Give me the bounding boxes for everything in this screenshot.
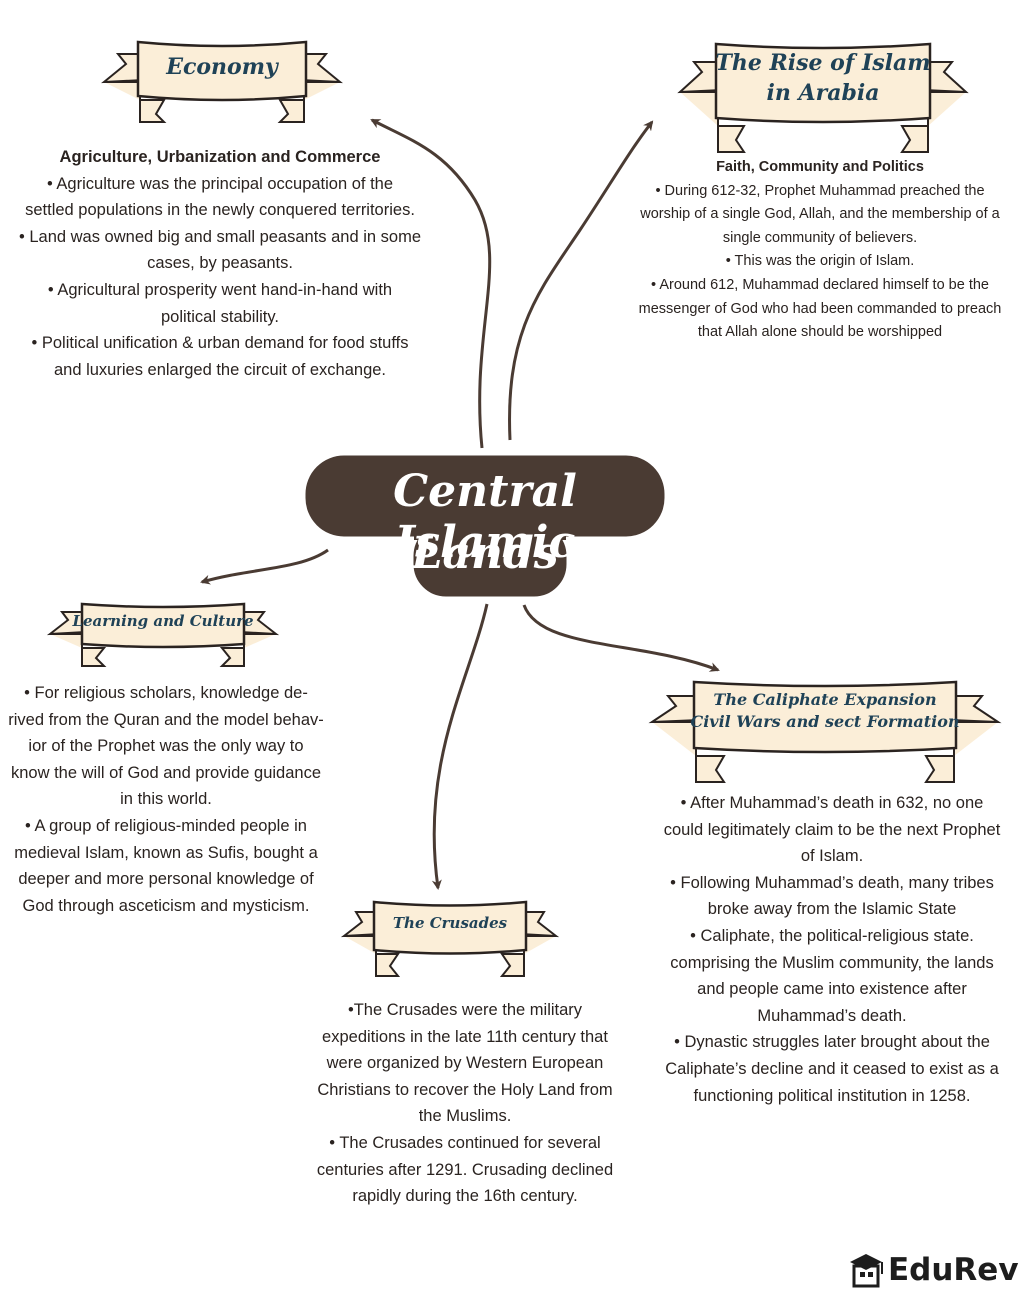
banner-caliphate-line2: Civil Wars and sect Formation [690,712,960,731]
crusades-line: the Muslims. [418,1107,512,1126]
learning-line: know the will of God and provide guidanc… [10,763,322,782]
learning-line: medieval Islam, known as Sufis, bought a [14,843,318,862]
caliphate-line: Muhammad’s death. [757,1006,907,1025]
caliphate-line: could legitimately claim to be the next … [663,820,1001,839]
rise-line: that Allah alone should be worshipped [697,324,943,341]
economy-line: cases, by peasants. [147,254,293,273]
economy-line: • Land was owned big and small peasants … [18,227,422,246]
banner-rise-of-islam: The Rise of Islam in Arabia [677,40,969,158]
central-title-line2: Lands [411,528,559,579]
banner-economy: Economy [101,40,343,123]
learning-text: • For religious scholars, knowledge de- … [2,680,330,919]
banner-caliphate: The Caliphate Expansion Civil Wars and s… [648,678,1002,786]
edurev-logo-text: EduRev [888,1252,1019,1288]
central-title: Central Islamic Lands [300,440,670,610]
learning-line: in this world. [120,790,212,809]
arrow-to-crusades [431,603,489,890]
arrow-to-learning [200,548,329,585]
crusades-text: •The Crusades were the military expediti… [300,997,630,1210]
caliphate-text: • After Muhammad’s death in 632, no one … [652,790,1012,1109]
economy-text: Agriculture, Urbanization and Commerce •… [10,144,430,383]
learning-line: deeper and more personal knowledge of [18,870,314,889]
caliphate-line: functioning political institution in 125… [693,1086,971,1105]
caliphate-line: • After Muhammad’s death in 632, no one [680,794,984,812]
economy-heading: Agriculture, Urbanization and Commerce [59,148,381,166]
caliphate-line: • Dynastic struggles later brought about… [674,1033,990,1052]
crusades-line: were organized by Western European [326,1054,604,1073]
economy-line: settled populations in the newly conquer… [25,201,415,220]
arrow-to-economy [370,118,492,449]
learning-line: rived from the Quran and the model behav… [8,710,324,729]
rise-line: worship of a single God, Allah, and the … [640,206,1000,223]
banner-economy-label: Economy [166,54,278,80]
economy-line: • Agriculture was the principal occupati… [46,174,394,193]
caliphate-line: • Following Muhammad’s death, many tribe… [670,873,994,892]
banner-learning-label: Learning and Culture [72,612,254,630]
banner-crusades-label: The Crusades [392,914,508,932]
crusades-line: centuries after 1291. Crusading declined [316,1160,614,1179]
rise-line: • Around 612, Muhammad declared himself … [651,276,989,293]
rise-heading: Faith, Community and Politics [716,159,924,175]
central-title-line1: Central Islamic [393,466,577,568]
crusades-line: Christians to recover the Holy Land from [317,1080,613,1099]
economy-line: • Political unification & urban demand f… [31,334,409,353]
economy-line: and luxuries enlarged the circuit of exc… [53,360,387,379]
banner-rise-line1: The Rise of Islam [715,50,931,76]
rise-line: single community of believers. [722,229,918,246]
arrow-to-rise [508,120,654,441]
learning-line: • A group of religious-minded people in [25,816,307,835]
crusades-line: expeditions in the late 11th century tha… [322,1027,608,1046]
caliphate-line: • Caliphate, the political-religious sta… [690,926,974,945]
edurev-logo[interactable]: EduRev [846,1250,1019,1290]
banner-rise-line2: in Arabia [766,80,880,106]
crusades-line: •The Crusades were the military [347,1001,583,1019]
crusades-line: rapidly during the 16th century. [352,1187,578,1206]
economy-line: political stability. [161,307,279,326]
learning-line: God through asceticism and mysticism. [22,896,310,915]
learning-line: ior of the Prophet was the only way to [28,737,304,756]
learning-line: • For religious scholars, knowledge de- [24,684,308,702]
caliphate-line: Caliphate’s decline and it ceased to exi… [665,1059,999,1078]
arrow-to-caliphate [522,604,720,672]
caliphate-line: and people came into existence after [697,980,967,999]
rise-text: Faith, Community and Politics • During 6… [630,156,1010,345]
caliphate-line: broke away from the Islamic State [707,900,957,919]
rise-line: • During 612-32, Prophet Muhammad preach… [655,182,985,199]
crusades-line: • The Crusades continued for several [329,1133,601,1152]
rise-line: • This was the origin of Islam. [725,253,915,270]
banner-crusades: The Crusades [340,900,560,980]
caliphate-line: comprising the Muslim community, the lan… [670,953,994,972]
caliphate-line: of Islam. [800,847,864,866]
banner-learning-culture: Learning and Culture [46,602,280,668]
banner-caliphate-line1: The Caliphate Expansion [713,690,937,709]
graduation-cap-icon [850,1254,883,1288]
economy-line: • Agricultural prosperity went hand-in-h… [47,280,393,299]
rise-line: messenger of God who had been commanded … [638,300,1002,317]
